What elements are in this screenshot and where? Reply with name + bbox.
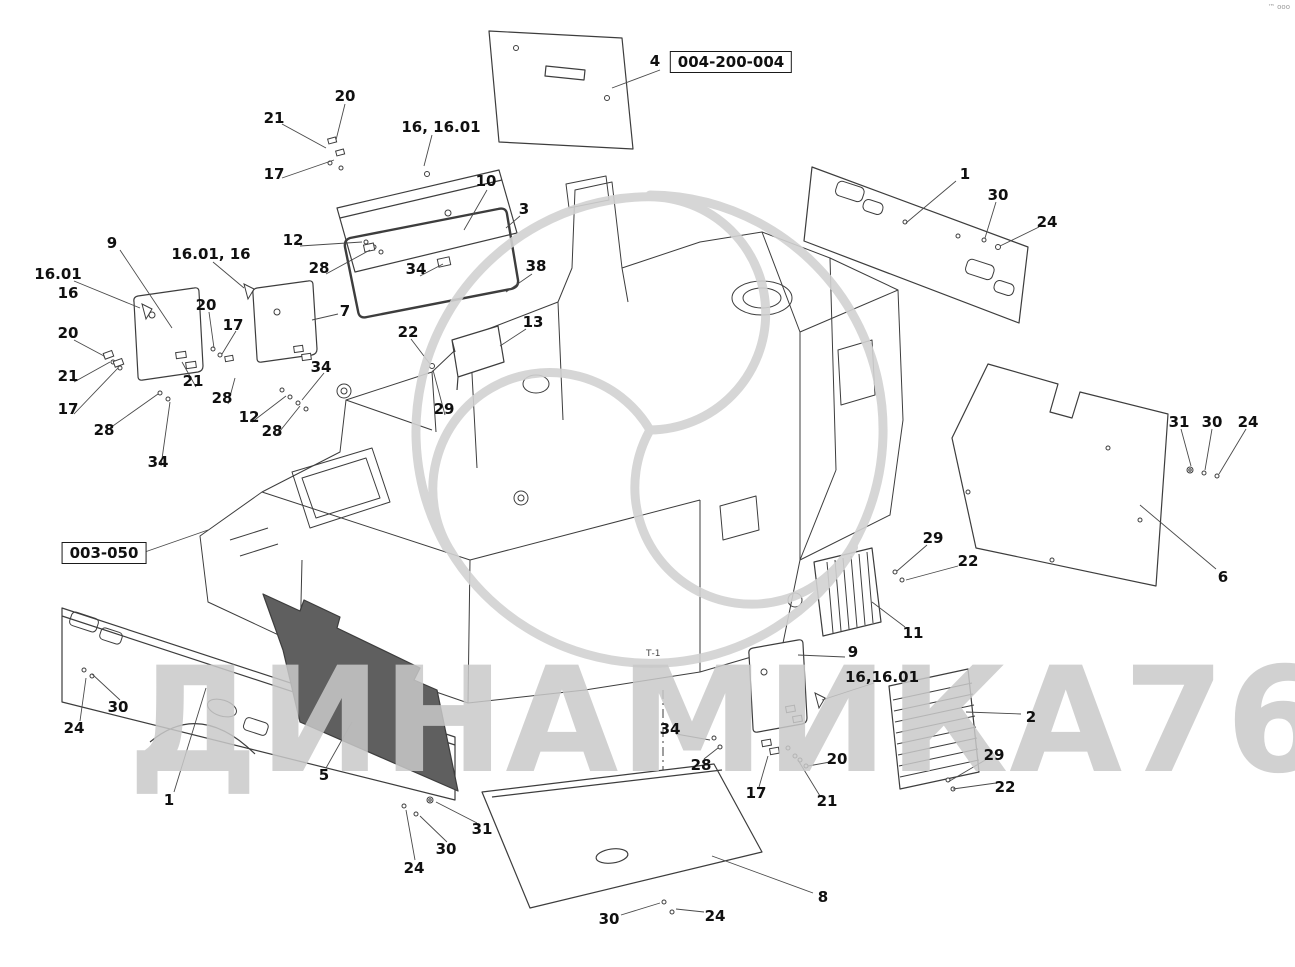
panels-drawing <box>61 30 1169 909</box>
callout-label: 29 <box>433 400 455 418</box>
t1-mark: Т-1 <box>645 649 660 659</box>
callout-label: 30 <box>987 186 1009 204</box>
callout-label: 28 <box>308 259 330 277</box>
callout-label: 24 <box>403 859 425 877</box>
part-number-box-left: 003-050 <box>61 542 147 564</box>
watermark-swirl <box>411 190 888 668</box>
bracket-13 <box>451 325 505 391</box>
callout-label: 10 <box>475 172 497 190</box>
callout-label: 16 <box>57 284 79 302</box>
callout-label: 34 <box>405 260 427 278</box>
callout-label: 28 <box>93 421 115 439</box>
callout-label: 13 <box>522 313 544 331</box>
callout-label: 17 <box>222 316 244 334</box>
callout-label: 31 <box>471 820 493 838</box>
callout-label: 30 <box>107 698 129 716</box>
leader-lines <box>73 69 1247 916</box>
callout-label: 24 <box>704 907 726 925</box>
panel-4-slot <box>544 65 586 81</box>
callout-label: 29 <box>983 746 1005 764</box>
callout-label: 16.01 <box>34 265 82 283</box>
callout-label: 7 <box>339 302 351 320</box>
callout-label: 34 <box>659 720 681 738</box>
grille-slats <box>826 551 980 778</box>
callout-label: 22 <box>397 323 419 341</box>
callout-label: 16.01, 16 <box>171 245 251 263</box>
callout-label: 12 <box>238 408 260 426</box>
callout-label: 16,16.01 <box>844 668 920 686</box>
callout-label: 30 <box>1201 413 1223 431</box>
callout-label: 17 <box>57 400 79 418</box>
callout-label: 24 <box>1237 413 1259 431</box>
callout-label: 34 <box>310 358 332 376</box>
callout-label: 22 <box>994 778 1016 796</box>
callout-label: 21 <box>182 372 204 390</box>
callout-label: 28 <box>690 756 712 774</box>
panel-4 <box>488 30 634 150</box>
callout-label: 1 <box>163 791 175 809</box>
callout-label: 9 <box>106 234 118 252</box>
callout-label: 22 <box>957 552 979 570</box>
callout-label: 2 <box>1025 708 1037 726</box>
callout-label: 16, 16.01 <box>401 118 481 136</box>
callout-label: 30 <box>598 910 620 928</box>
callout-label: 5 <box>318 766 330 784</box>
callout-label: 20 <box>334 87 356 105</box>
callout-label: 8 <box>817 888 829 906</box>
callout-label: 1 <box>959 165 971 183</box>
callout-label: 11 <box>902 624 924 642</box>
callout-label: 28 <box>261 422 283 440</box>
part-number-box-top: 004-200-004 <box>669 51 793 73</box>
callout-label: 30 <box>435 840 457 858</box>
callout-label: 21 <box>816 792 838 810</box>
callout-label: 12 <box>282 231 304 249</box>
callout-label: 21 <box>57 367 79 385</box>
callout-label: 17 <box>745 784 767 802</box>
callout-label: 17 <box>263 165 285 183</box>
callout-label: 3 <box>518 200 530 218</box>
panel-cutouts <box>69 180 1015 736</box>
callout-label: 24 <box>63 719 85 737</box>
callout-label: 4 <box>649 52 661 70</box>
callout-label: 9 <box>847 643 859 661</box>
callout-label: 34 <box>147 453 169 471</box>
callout-label: 29 <box>922 529 944 547</box>
corner-watermark: ™ ооо <box>1267 3 1290 11</box>
callout-label: 28 <box>211 389 233 407</box>
grille-2 <box>888 668 980 790</box>
panel-8 <box>481 763 763 909</box>
callout-label: 21 <box>263 109 285 127</box>
callout-label: 6 <box>1217 568 1229 586</box>
callout-label: 20 <box>57 324 79 342</box>
callout-label: 31 <box>1168 413 1190 431</box>
panel-5-dark <box>262 593 459 792</box>
callout-label: 38 <box>525 257 547 275</box>
callout-label: 20 <box>826 750 848 768</box>
callout-label: 24 <box>1036 213 1058 231</box>
panel-7 <box>252 280 318 363</box>
callout-label: 20 <box>195 296 217 314</box>
panel-6 <box>951 363 1169 587</box>
panel-3 <box>336 169 518 273</box>
panel-1-right <box>803 166 1029 324</box>
